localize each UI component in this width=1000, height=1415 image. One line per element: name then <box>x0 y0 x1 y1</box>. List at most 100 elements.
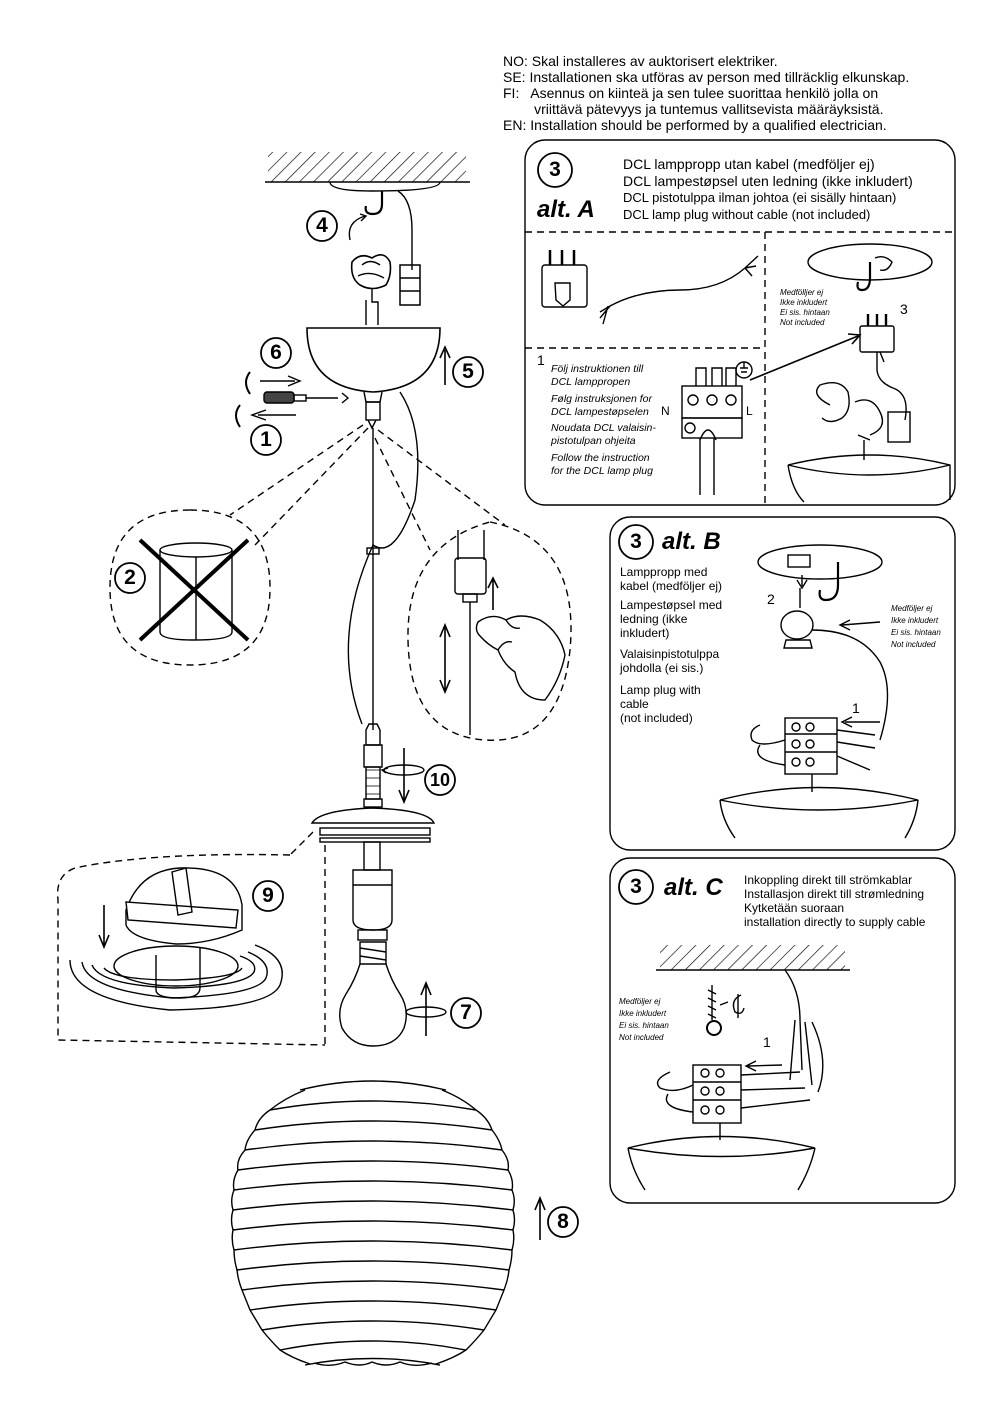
panel-c-step: 3 <box>630 875 642 898</box>
panel-c-title: alt. C <box>664 874 723 901</box>
step-2: 2 <box>124 566 136 589</box>
not-included-line: Ikke inkludert <box>619 1009 667 1018</box>
panel-b-line: johdolla (ei sis.) <box>620 661 704 675</box>
screw-hook-c <box>706 985 745 1036</box>
dcl-plug-icon <box>541 250 588 308</box>
panel-a-step: 3 <box>549 158 561 181</box>
detail-circle-2 <box>109 509 271 666</box>
not-included-line: Ikke inkludert <box>891 616 939 625</box>
terminal-n-label: N <box>661 404 670 418</box>
panel-a-header-se: DCL lamppropp utan kabel (medföljer ej) <box>623 156 875 172</box>
not-included-line: Medföljer ej <box>891 604 933 613</box>
terminal-block-c <box>656 1064 811 1124</box>
step-6: 6 <box>270 341 282 364</box>
panel-b-line: Lamppropp med <box>620 565 708 579</box>
panel-a-instruction-number: 1 <box>537 352 545 368</box>
ceiling-plate-b <box>757 544 883 602</box>
instruction-line: DCL lampestøpselen <box>551 406 649 418</box>
terminal-l-label: L <box>746 404 753 418</box>
panel-b-line: Lampestøpsel med <box>620 598 723 612</box>
wiring-a <box>816 382 911 460</box>
screwdriver <box>263 391 350 404</box>
instruction-line: for the DCL lamp plug <box>551 465 653 477</box>
panel-b-number-2: 2 <box>767 591 775 607</box>
not-included-line: Ikke inkludert <box>780 298 828 307</box>
not-included-line: Not included <box>891 640 936 649</box>
panel-b-frame <box>609 516 956 851</box>
ceiling-plate-a <box>807 243 933 292</box>
step-4: 4 <box>316 214 328 237</box>
panel-b-line: (not included) <box>620 711 693 725</box>
power-cord <box>347 391 419 725</box>
warning-se: SE: Installationen ska utföras av person… <box>503 69 910 85</box>
not-included-line: Ei sis. hintaan <box>780 308 830 317</box>
shade-ring <box>310 807 436 843</box>
supply-cable-c <box>784 969 824 1093</box>
shade-ring-detail <box>69 867 283 1011</box>
light-bulb <box>339 941 407 1047</box>
panel-b-line: Valaisinpistotulppa <box>620 647 720 661</box>
panel-b-number-1: 1 <box>852 700 860 716</box>
not-included-line: Ei sis. hintaan <box>619 1021 669 1030</box>
panel-a-frame <box>524 139 956 506</box>
not-included-line: Not included <box>619 1033 664 1042</box>
panel-b-step: 3 <box>630 530 642 553</box>
instruction-line: Följ instruktionen till <box>551 363 644 375</box>
panel-b-line: Lamp plug with <box>620 683 701 697</box>
panel-b-line: kabel (medföljer ej) <box>620 579 723 593</box>
panel-b-line: ledning (ikke <box>620 612 688 626</box>
shade-top-c <box>627 1135 816 1191</box>
panel-a-header-en: DCL lamp plug without cable (not include… <box>623 207 871 222</box>
crossed-sleeve <box>138 538 250 642</box>
not-included-line: Not included <box>780 318 825 327</box>
clip-ring-top <box>245 371 251 395</box>
ceiling <box>265 152 470 183</box>
terminal-block-a <box>681 361 753 495</box>
panel-b-title: alt. B <box>662 528 721 555</box>
hook-arrow <box>348 215 366 241</box>
panel-a-title: alt. A <box>537 196 595 223</box>
canopy <box>306 327 441 393</box>
panel-c-number-1: 1 <box>763 1034 771 1050</box>
not-included-line: Ei sis. hintaan <box>891 628 941 637</box>
panel-b-line: cable <box>620 697 649 711</box>
instruction-line: Følg instruksjonen for <box>551 393 652 405</box>
ceiling-c <box>656 945 850 971</box>
warning-fi: FI: Asennus on kiinteä ja sen tulee suor… <box>503 85 879 101</box>
panel-c-header-line: Kytketään suoraan <box>744 901 845 915</box>
warning-en: EN: Installation should be performed by … <box>503 117 887 133</box>
instruction-line: Noudata DCL valaisin- <box>551 422 656 434</box>
instruction-line: Follow the instruction <box>551 452 650 464</box>
not-included-line: Medfölljer ej <box>780 288 824 297</box>
panel-c-frame <box>609 857 956 1204</box>
rippled-shade <box>230 1080 516 1366</box>
plug-with-cable-b <box>780 588 889 741</box>
step-8: 8 <box>557 1210 569 1233</box>
instruction-line: pistotulpan ohjeita <box>551 435 636 447</box>
clip-ring-bottom <box>235 404 241 428</box>
not-included-line: Medföljer ej <box>619 997 661 1006</box>
step-1: 1 <box>260 428 272 451</box>
panel-c-header-line: Inkoppling direkt till strömkablar <box>744 873 913 887</box>
warning-no: NO: Skal installeres av auktorisert elek… <box>503 53 778 69</box>
panel-a-header-fi: DCL pistotulppa ilman johtoa (ei sisälly… <box>623 190 897 205</box>
shade-top-b <box>719 786 919 839</box>
height-adjust-detail <box>439 530 566 735</box>
panel-b-line: inkludert) <box>620 626 670 640</box>
lamp-holder <box>352 841 393 941</box>
instruction-line: DCL lamppropen <box>551 376 631 388</box>
step-5: 5 <box>462 360 474 383</box>
ceiling-hook <box>364 191 384 216</box>
shade-top-a <box>787 454 951 503</box>
panel-c-header-line: installation directly to supply cable <box>744 915 926 929</box>
cord-socket <box>363 723 383 808</box>
step-7: 7 <box>460 1001 472 1024</box>
loose-cable <box>599 255 759 325</box>
terminal-block-b <box>750 717 876 775</box>
panel-a-plug-number: 3 <box>900 301 908 317</box>
panel-c-header-line: Installasjon direkt till strømledning <box>744 887 925 901</box>
ceiling-plate <box>329 181 441 192</box>
step-10: 10 <box>429 770 451 790</box>
dcl-plug-a <box>859 314 907 421</box>
